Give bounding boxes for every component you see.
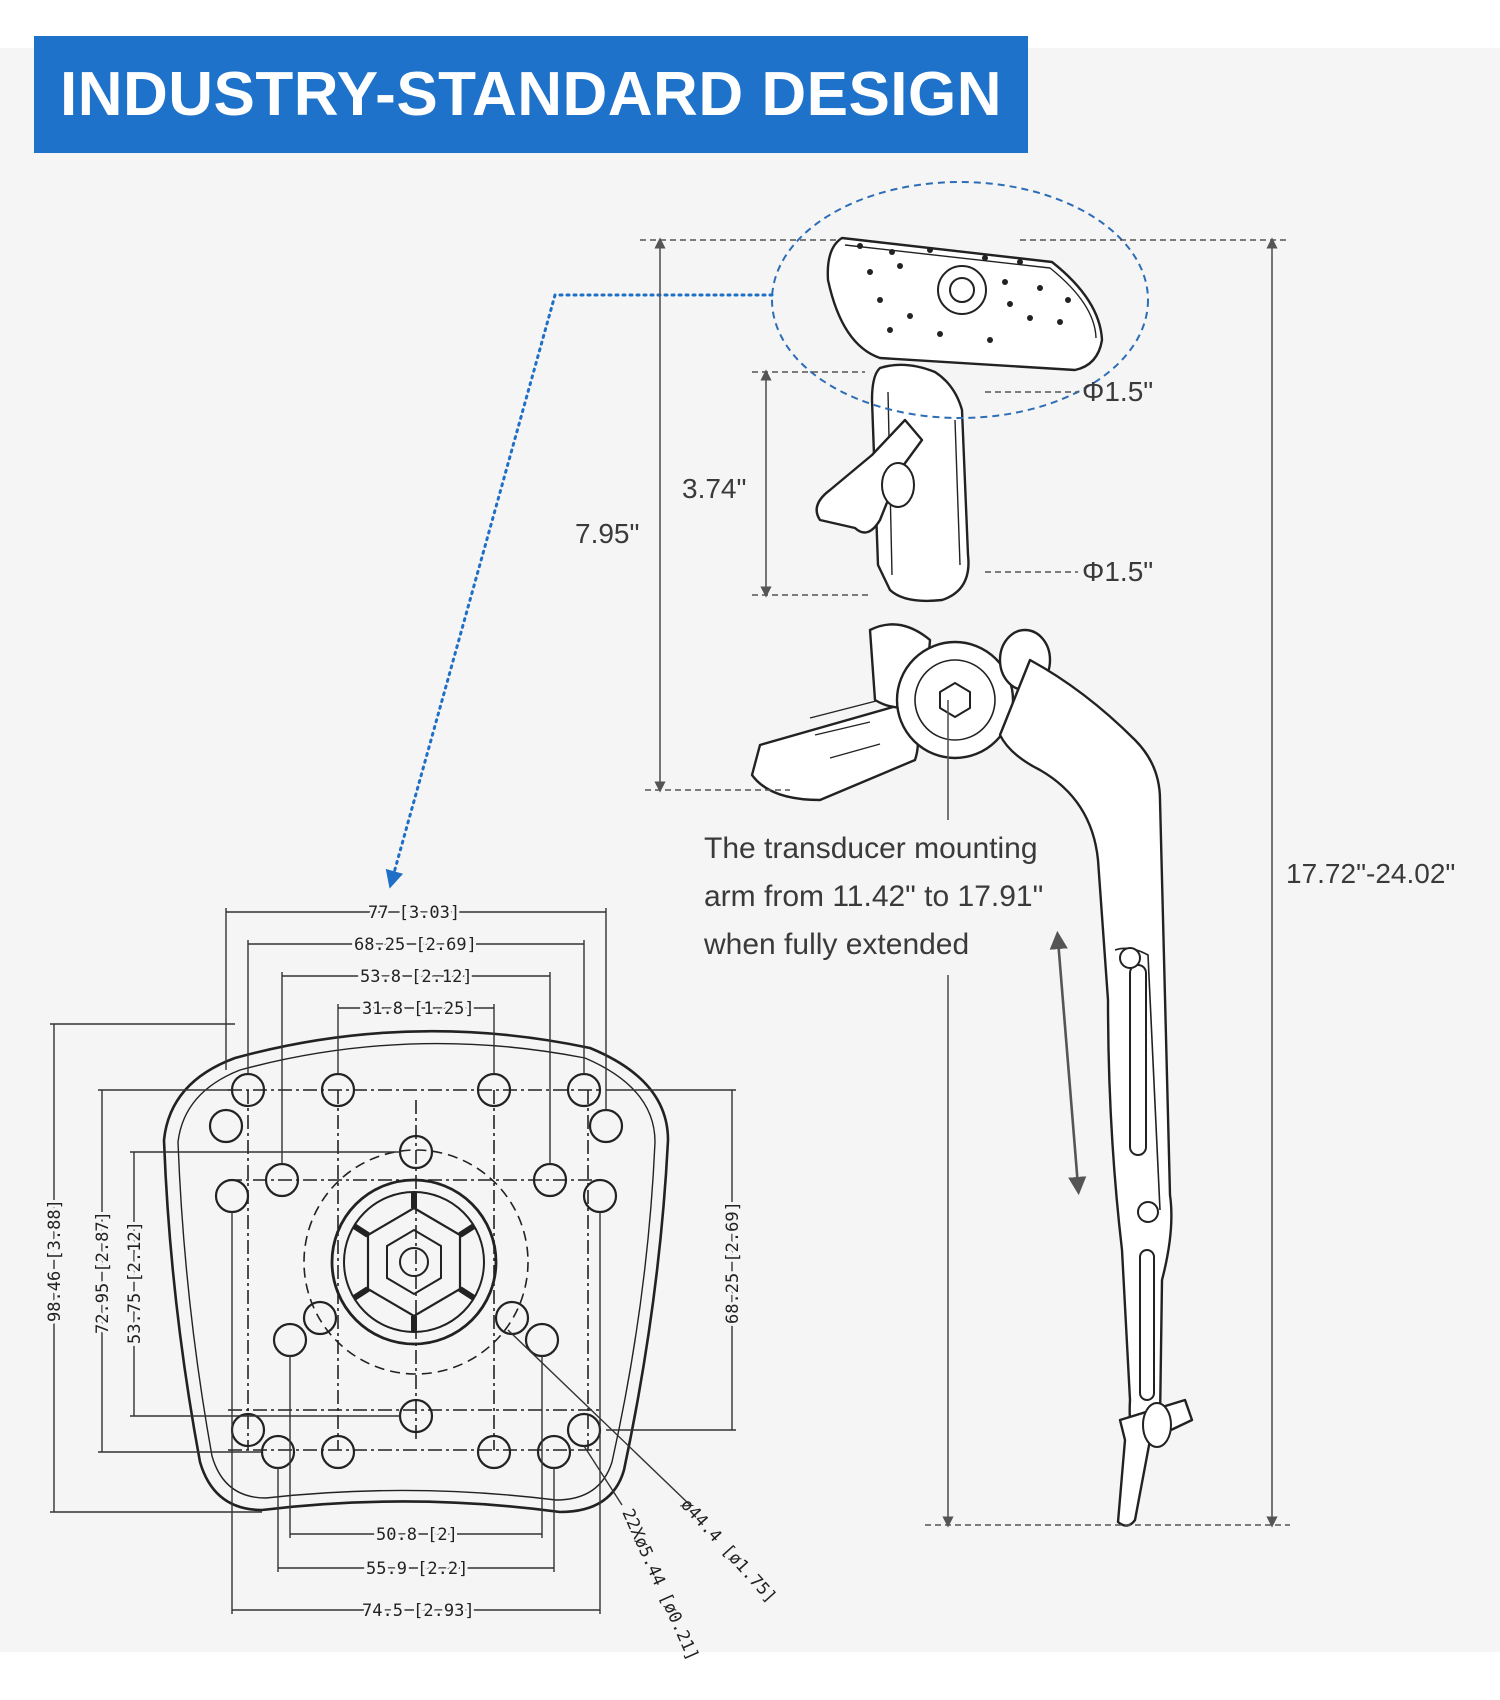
banner-title: INDUSTRY-STANDARD DESIGN: [60, 60, 1003, 129]
highlight-ellipse: [771, 181, 1149, 419]
diagram-canvas: [0, 48, 1500, 1652]
dim-top-77: 77 [3.03]: [368, 903, 460, 923]
dim-left-72: 72.95 [2.87]: [93, 1211, 113, 1334]
plate-technical-drawing: [162, 1029, 670, 1514]
arm-tension-knob: [815, 418, 924, 534]
dim-bottom-50: 50.8 [2]: [376, 1525, 458, 1545]
double-socket-arm: [870, 363, 970, 603]
ball-size-bottom-label: Φ1.5": [1082, 556, 1153, 587]
dim-top-68: 68.25 [2.69]: [354, 935, 477, 955]
dim-bottom-55: 55.9 [2.2]: [366, 1559, 468, 1579]
fishfinder-mount-illustration: [750, 236, 1194, 1527]
leader-arrow: [385, 293, 774, 889]
plate-dimension-lines: [50, 908, 736, 1614]
base-plate: [750, 703, 920, 802]
mount-dimension-lines: [640, 237, 1290, 1528]
extension-note-line2: arm from 11.42" to 17.91": [704, 880, 1043, 913]
dim-right-68: 68.25 [2.69]: [723, 1201, 743, 1324]
overall-height-label: 7.95": [575, 518, 639, 549]
dim-top-53: 53.8 [2.12]: [360, 967, 473, 987]
circle-callout: ø44.4 [ø1.75]: [676, 1495, 780, 1607]
dim-top-31: 31.8 [1.25]: [362, 999, 475, 1019]
arm-length-label: 3.74": [682, 473, 746, 504]
dim-left-53: 53.75 [2.12]: [125, 1221, 145, 1344]
hole-callout: 22Xø5.44 [ø0.21]: [617, 1506, 702, 1664]
plate-outline: [162, 1029, 670, 1514]
extension-note-line3: when fully extended: [703, 928, 969, 961]
dim-bottom-74: 74.5 [2.93]: [362, 1601, 475, 1621]
extension-note-line1: The transducer mounting: [704, 832, 1038, 865]
title-banner: INDUSTRY-STANDARD DESIGN: [34, 36, 1028, 153]
ball-size-top-label: Φ1.5": [1082, 376, 1153, 407]
dim-left-98: 98.46 [3.88]: [45, 1199, 65, 1322]
total-height-label: 17.72"-24.02": [1286, 858, 1455, 889]
center-hub: [330, 1178, 498, 1346]
